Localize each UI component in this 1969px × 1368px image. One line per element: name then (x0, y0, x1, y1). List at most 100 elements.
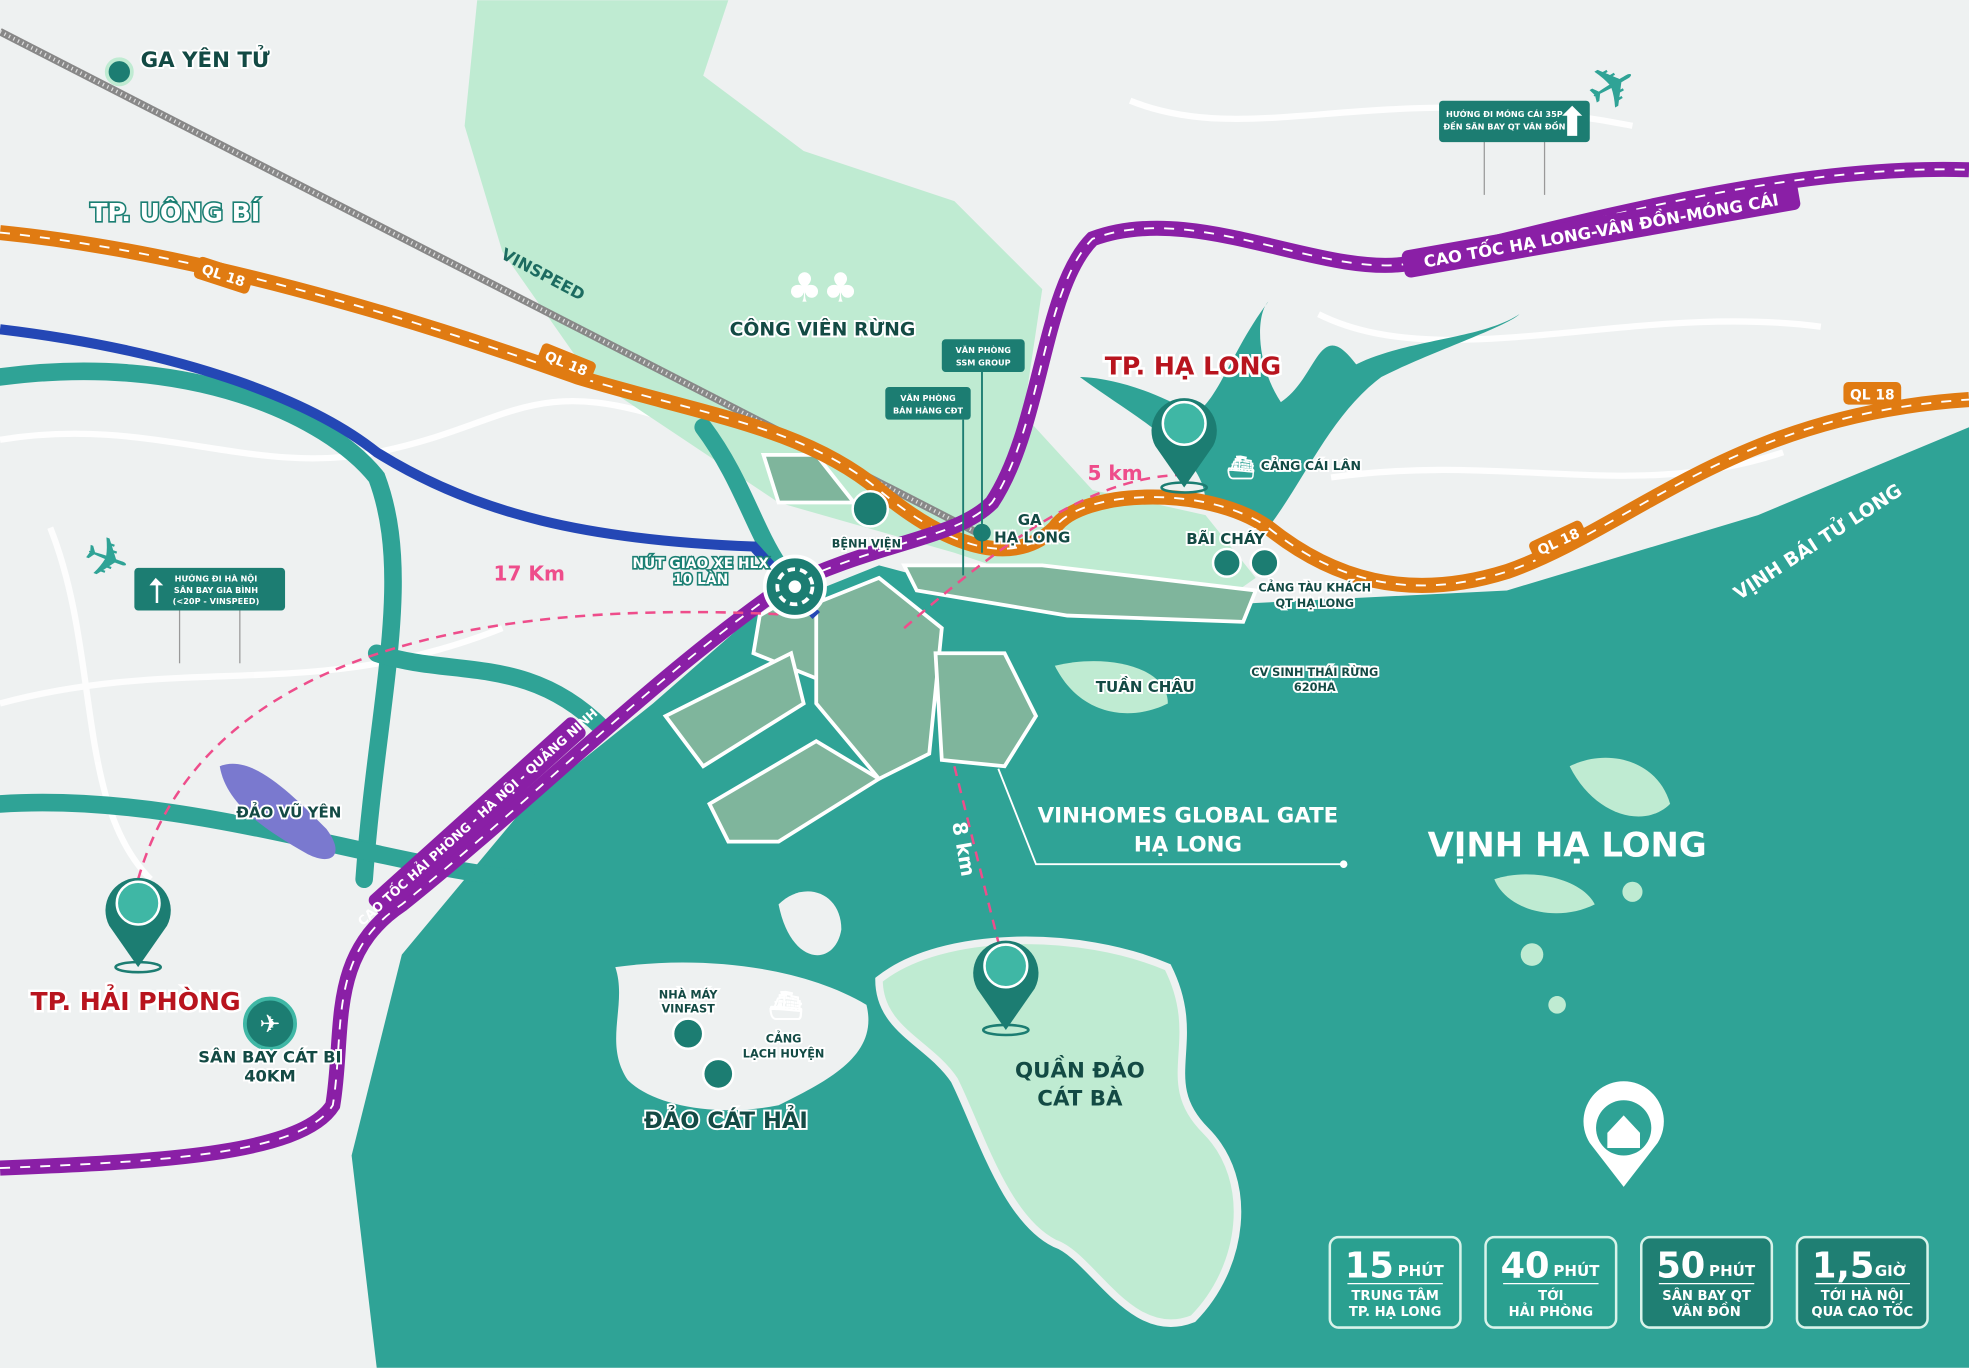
stat-value: 50 (1656, 1245, 1705, 1286)
label-cat-ba-2: CÁT BÀ (1037, 1085, 1123, 1111)
stat-box-bg (1328, 1235, 1462, 1329)
label-dao-cat-hai: ĐẢO CÁT HẢI (644, 1104, 808, 1134)
label-uong-bi: TP. UÔNG BÍ (90, 197, 260, 227)
label-cv-sinh-thai-2: 620HA (1294, 681, 1336, 694)
svg-text:ĐẾN SÂN BAY QT VÂN ĐỒN: ĐẾN SÂN BAY QT VÂN ĐỒN (1443, 120, 1565, 132)
home-marker-icon (1583, 1081, 1664, 1187)
tuan-chau-island (1054, 661, 1168, 714)
stat-line: TRUNG TÂM (1351, 1286, 1439, 1304)
label-lach-huyen-1: CẢNG (766, 1032, 802, 1046)
stat-line: VÂN ĐỒN (1672, 1301, 1740, 1320)
ga-yen-tu-icon[interactable] (104, 57, 134, 87)
label-cong-vien-rung: CÔNG VIÊN RỪNG (730, 317, 916, 341)
svg-text:QL 18: QL 18 (1850, 388, 1895, 404)
road-label-ql18-4: QL 18 (1843, 381, 1902, 405)
stat-line: HẢI PHÒNG (1509, 1301, 1593, 1320)
hospital-icon[interactable] (851, 489, 890, 528)
stat-line: TỚI HÀ NỘI (1821, 1286, 1904, 1304)
label-ga-yen-tu: GA YÊN TỬ (141, 45, 270, 73)
stat-value: 1,5 (1812, 1245, 1874, 1286)
label-ha-long[interactable]: TP. HẠ LONG (1102, 349, 1283, 383)
label-project-2: HẠ LONG (1134, 833, 1242, 858)
stat-box-bg (1484, 1235, 1618, 1329)
label-nut-giao-1: NÚT GIAO XE HLX (632, 554, 769, 572)
cat-hai-island (615, 962, 869, 1111)
stat-value: 40 (1501, 1245, 1550, 1286)
label-cat-ba-1: QUẦN ĐẢO (1015, 1055, 1145, 1084)
label-lach-huyen-2: LẠCH HUYỆN (743, 1048, 825, 1061)
roundabout-icon[interactable] (762, 554, 827, 619)
svg-text:VĂN PHÒNG: VĂN PHÒNG (955, 344, 1011, 355)
stat-line: TP. HẠ LONG (1349, 1305, 1442, 1320)
arrow-up-left-icon (149, 577, 164, 604)
label-dao-vu-yen: ĐẢO VŨ YÊN (236, 801, 341, 822)
stat-box-bg (1795, 1235, 1929, 1329)
ship-terminal-icon[interactable] (1249, 547, 1280, 578)
svg-text:BÁN HÀNG CĐT: BÁN HÀNG CĐT (893, 404, 964, 415)
label-cang-cai-lan: CẢNG CÁI LÂN (1261, 457, 1361, 473)
label-vinfast-2: VINFAST (661, 1002, 715, 1015)
svg-text:SÂN BAY GIA BÌNH: SÂN BAY GIA BÌNH (174, 584, 258, 595)
dao-vu-yen (219, 763, 336, 860)
distance-ha-long: 5 km (1087, 461, 1142, 485)
city-marker-ha-long[interactable] (1151, 398, 1217, 494)
stat-box-bg (1639, 1235, 1774, 1329)
label-tuan-chau: TUẦN CHÂU (1096, 675, 1195, 696)
distance-lines (136, 473, 1181, 943)
vinfast-factory-icon[interactable] (671, 1017, 705, 1051)
label-cv-sinh-thai-1: CV SINH THÁI RỪNG (1251, 666, 1378, 679)
forest-area (464, 0, 1256, 622)
city-marker-hai-phong[interactable] (105, 877, 171, 974)
ship-icon: ⛴ (1226, 455, 1255, 481)
island-marker-cat-ba[interactable] (973, 940, 1039, 1037)
bay-north-channels (1079, 301, 1520, 528)
ha-long-bay-islands (1494, 757, 1671, 1014)
label-hai-phong[interactable]: TP. HẢI PHÒNG (28, 980, 243, 1018)
island-small (778, 891, 842, 956)
svg-text:SSM GROUP: SSM GROUP (956, 358, 1011, 368)
arrow-up-right-icon (1562, 105, 1583, 136)
road-blue[interactable] (0, 324, 820, 619)
label-san-bay-cat-bi-2: 40KM (244, 1066, 296, 1085)
label-san-bay-cat-bi-1: SÂN BAY CÁT BI (198, 1048, 341, 1067)
label-ga-ha-long-2: HẠ LONG (994, 529, 1070, 547)
label-cang-tau-khach-1: CẢNG TÀU KHÁCH (1258, 581, 1371, 595)
bai-chay-icon[interactable] (1211, 547, 1242, 578)
stat-unit: PHÚT (1398, 1261, 1445, 1280)
stat-line: SÂN BAY QT (1662, 1286, 1751, 1304)
label-ga-ha-long-1: GA (1018, 511, 1042, 529)
office-ssm-callout[interactable]: VĂN PHÒNG SSM GROUP (941, 339, 1025, 553)
stat-line: TỚI (1538, 1286, 1563, 1304)
distance-hai-phong: 17 Km (494, 561, 565, 585)
label-nut-giao-2: 10 LÀN (673, 571, 728, 588)
airport-cat-bi-icon[interactable] (242, 996, 297, 1051)
svg-text:HƯỚNG ĐI MÓNG CÁI 35P: HƯỚNG ĐI MÓNG CÁI 35P (1446, 108, 1563, 119)
project-development (662, 452, 1259, 844)
label-bai-chay: BÃI CHÁY (1186, 529, 1266, 548)
svg-text:HƯỚNG ĐI HÀ NỘI: HƯỚNG ĐI HÀ NỘI (175, 573, 258, 584)
label-project-1: VINHOMES GLOBAL GATE (1038, 804, 1339, 829)
cat-ba-island (875, 936, 1242, 1327)
svg-text:(<20P - VINSPEED): (<20P - VINSPEED) (173, 596, 260, 606)
beach-icon[interactable] (701, 1057, 735, 1091)
sea-area (351, 427, 1969, 1368)
ship-icon-lach-huyen: ⛴ (769, 989, 804, 1022)
stat-value: 15 (1345, 1245, 1394, 1286)
stat-unit: PHÚT (1709, 1261, 1756, 1280)
label-vinh-ha-long: VỊNH HẠ LONG (1428, 826, 1707, 865)
label-cang-tau-khach-2: QT HẠ LONG (1276, 597, 1355, 610)
svg-text:VĂN PHÒNG: VĂN PHÒNG (900, 392, 956, 403)
stat-unit: PHÚT (1553, 1261, 1600, 1280)
stat-line: QUA CAO TỐC (1811, 1300, 1913, 1320)
airplane-glyph: ✈ (259, 1009, 280, 1038)
project-callout[interactable] (997, 768, 1348, 868)
